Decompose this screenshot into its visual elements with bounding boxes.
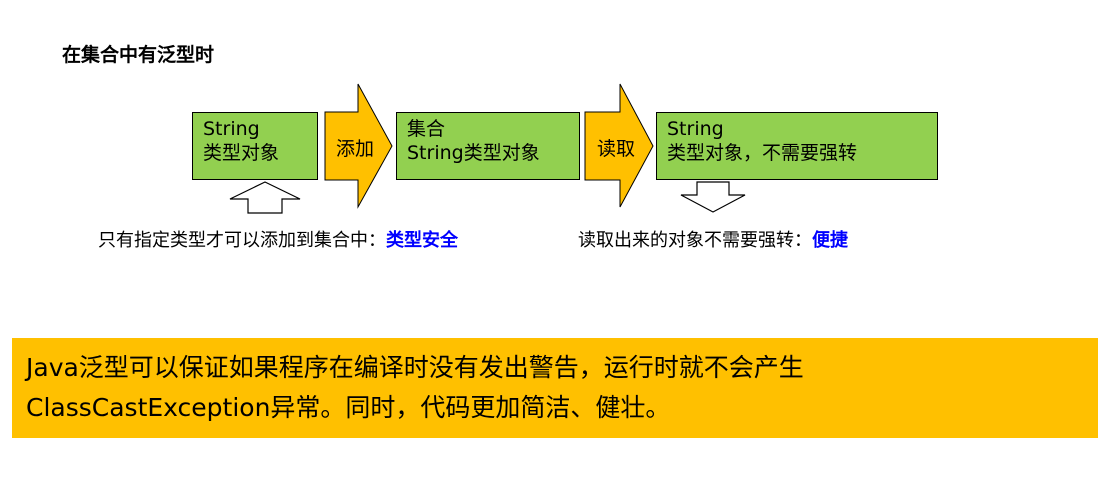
convenience-caption: 读取出来的对象不需要强转：便捷 [578,226,848,252]
summary-banner: Java泛型可以保证如果程序在编译时没有发出警告，运行时就不会产生 ClassC… [12,338,1098,438]
add-arrow-shape [324,83,393,209]
read-arrow-shape [584,83,654,208]
down-arrow-icon [680,181,746,213]
box2-line2: String类型对象 [407,142,540,164]
up-arrow-icon [229,181,301,214]
add-arrow-label: 添加 [336,138,375,160]
type-safety-emphasis: 类型安全 [386,230,458,251]
box3-line1: String [667,118,724,140]
box3-line2: 类型对象，不需要强转 [667,142,858,164]
box1-line2: 类型对象 [203,142,280,164]
page-title: 在集合中有泛型时 [62,44,215,66]
box1-line1: String [203,118,260,140]
box2-line1: 集合 [407,118,446,140]
result-object-box: String 类型对象，不需要强转 [656,112,938,180]
string-object-box: String 类型对象 [192,112,318,180]
type-safety-text: 只有指定类型才可以添加到集合中： [98,230,386,251]
collection-box: 集合 String类型对象 [396,112,580,180]
convenience-emphasis: 便捷 [812,230,848,251]
read-arrow-label: 读取 [597,138,636,160]
banner-line2: ClassCastException异常。同时，代码更加简洁、健壮。 [26,393,671,422]
banner-line1: Java泛型可以保证如果程序在编译时没有发出警告，运行时就不会产生 [26,353,804,382]
type-safety-caption: 只有指定类型才可以添加到集合中：类型安全 [98,226,458,252]
convenience-text: 读取出来的对象不需要强转： [578,230,812,251]
